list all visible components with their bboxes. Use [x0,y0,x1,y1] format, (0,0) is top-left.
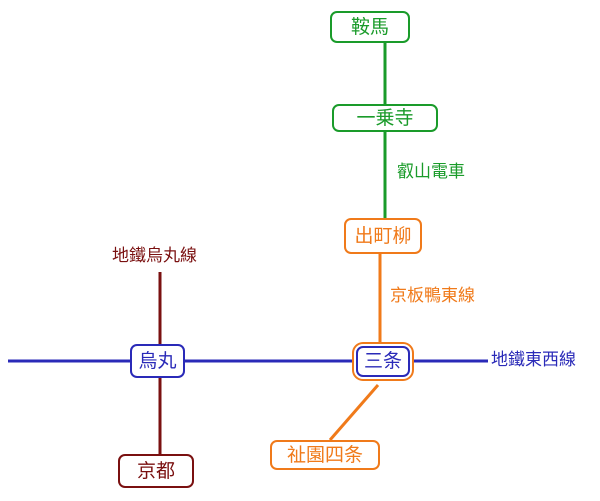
station-karasuma-label: 烏丸 [138,349,177,372]
station-gionshijo[interactable]: 祉園四条 [270,440,380,470]
station-demachiyanagi[interactable]: 出町柳 [344,218,422,254]
keihan-line-label: 京板鴨東線 [390,286,475,306]
eizan-line-label: 叡山電車 [397,162,465,182]
station-kyoto-label: 京都 [136,459,175,482]
keihan-line-south [328,384,380,441]
station-karasuma[interactable]: 烏丸 [130,344,185,378]
station-kyoto[interactable]: 京都 [118,454,194,488]
station-ichijoji[interactable]: 一乗寺 [332,104,438,132]
station-sanjo[interactable]: 三条 [356,346,410,377]
station-sanjo-label: 三条 [363,350,402,372]
station-demachiyanagi-label: 出町柳 [354,224,412,247]
station-ichijoji-label: 一乗寺 [356,106,414,129]
karasuma-line-label: 地鐵烏丸線 [112,246,197,266]
station-kurama-label: 鞍馬 [350,15,389,38]
station-kurama[interactable]: 鞍馬 [330,11,410,43]
station-gionshijo-label: 祉園四条 [286,443,363,466]
tozai-line-label: 地鐵東西線 [491,350,576,370]
